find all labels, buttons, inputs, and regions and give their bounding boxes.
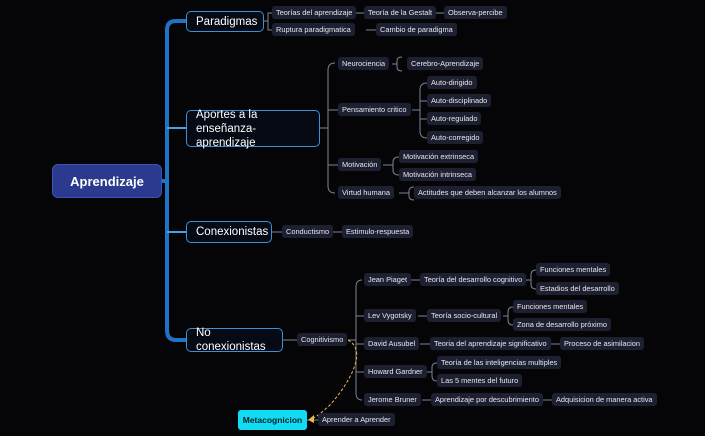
connector: [267, 21, 272, 31]
connector: [396, 56, 403, 72]
node-aprendizaje-significativo[interactable]: Teoria del aprendizaje significativo: [430, 337, 551, 350]
topic-conexionistas[interactable]: Conexionistas: [186, 221, 272, 243]
node-motivacion-intrinseca[interactable]: Motivación intrinseca: [399, 168, 477, 181]
node-howard-gardner[interactable]: Howard Gardner: [364, 365, 427, 378]
connector: [431, 362, 438, 382]
node-5-mentes-futuro[interactable]: Las 5 mentes del futuro: [437, 374, 523, 387]
topic-paradigmas[interactable]: Paradigmas: [186, 11, 264, 32]
connector: [392, 156, 400, 176]
node-aprendizaje-descubrimiento[interactable]: Aprendizaje por descubrimiento: [431, 393, 543, 406]
node-ruptura-paradigmatica[interactable]: Ruptura paradigmatica: [272, 23, 355, 36]
node-teorias-aprendizaje[interactable]: Teorías del aprendizaje: [272, 6, 357, 19]
trunk-line: [160, 19, 188, 183]
node-cognitivismo[interactable]: Cognitivismo: [297, 333, 348, 346]
node-neurociencia[interactable]: Neurociencia: [338, 57, 390, 70]
node-auto-regulado[interactable]: Auto-regulado: [427, 112, 482, 125]
node-jean-piaget[interactable]: Jean Piaget: [364, 273, 412, 286]
node-cerebro-aprendizaje[interactable]: Cerebro-Aprendizaje: [407, 57, 484, 70]
node-metacognicion[interactable]: Metacognicion: [238, 410, 307, 430]
node-observa-percibe[interactable]: Observa-percibe: [444, 6, 507, 19]
node-auto-disciplinado[interactable]: Auto-disciplinado: [427, 94, 492, 107]
node-conductismo[interactable]: Conductismo: [282, 225, 334, 238]
connector: [264, 12, 272, 22]
node-adquisicion-activa[interactable]: Adquisicion de manera activa: [552, 393, 657, 406]
node-pensamiento-critico[interactable]: Pensamiento critico: [338, 103, 411, 116]
node-actitudes[interactable]: Actitudes que deben alcanzar los alumnos: [414, 186, 561, 199]
node-teoria-desarrollo-cognitivo[interactable]: Teoría del desarrollo cognitivo: [420, 273, 527, 286]
node-cambio-paradigma[interactable]: Cambio de paradigma: [376, 23, 457, 36]
node-funciones-mentales-vygotsky[interactable]: Funciones mentales: [513, 300, 588, 313]
relation-arrowhead: [308, 415, 314, 423]
node-david-ausubel[interactable]: David Ausubel: [364, 337, 420, 350]
node-auto-dirigido[interactable]: Auto-dirigido: [427, 76, 477, 89]
connector: [419, 82, 428, 139]
connector: [355, 279, 363, 401]
connector: [327, 62, 336, 194]
node-inteligencias-multiples[interactable]: Teoría de las inteligencias multiples: [437, 356, 562, 369]
topic-no-conexionistas[interactable]: No conexionistas: [186, 327, 283, 353]
node-jerome-bruner[interactable]: Jerome Bruner: [364, 393, 421, 406]
relation-line: [309, 339, 358, 420]
connector: [530, 269, 537, 290]
node-virtud-humana[interactable]: Virtud humana: [338, 186, 394, 199]
root-node[interactable]: Aprendizaje: [52, 164, 162, 198]
topic-aportes[interactable]: Aportes a la enseñanza-aprendizaje: [186, 109, 320, 149]
connector: [507, 306, 514, 326]
node-lev-vygotsky[interactable]: Lev Vygotsky: [364, 309, 416, 322]
trunk-line: [165, 179, 188, 342]
node-auto-corregido[interactable]: Auto-corregido: [427, 131, 484, 144]
node-funciones-mentales-piaget[interactable]: Funciones mentales: [536, 263, 611, 276]
node-motivacion-extrinseca[interactable]: Motivación extrinseca: [399, 150, 479, 163]
node-zona-desarrollo-proximo[interactable]: Zona de desarrollo próximo: [513, 318, 611, 331]
node-proceso-asimilacion[interactable]: Proceso de asimilacion: [560, 337, 644, 350]
node-estadios-desarrollo[interactable]: Estadios del desarrollo: [536, 282, 619, 295]
node-motivacion[interactable]: Motivación: [338, 158, 382, 171]
node-teoria-socio-cultural[interactable]: Teoría socio-cultural: [427, 309, 502, 322]
node-aprender-a-aprender[interactable]: Aprender a Aprender: [318, 413, 395, 426]
node-teoria-gestalt[interactable]: Teoría de la Gestalt: [364, 6, 437, 19]
node-estimulo-respuesta[interactable]: Estimulo-respuesta: [342, 225, 414, 238]
